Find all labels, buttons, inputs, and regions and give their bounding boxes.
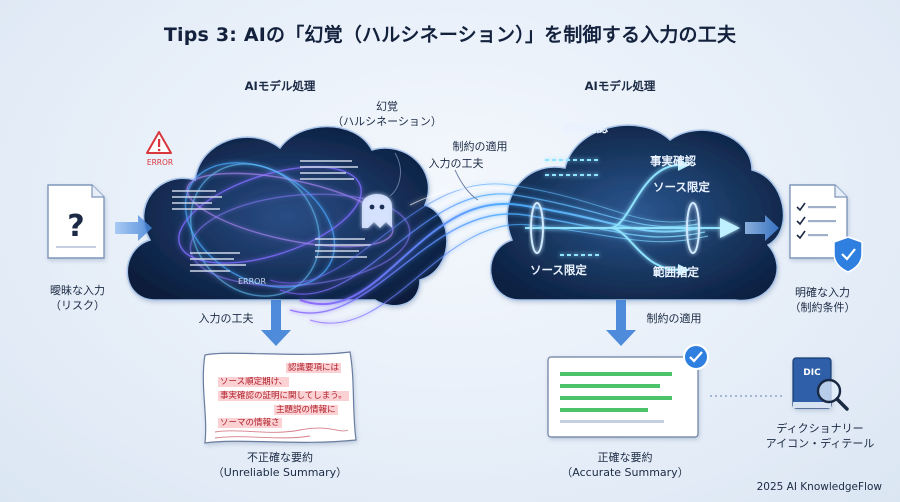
left-down-arrow [261, 300, 291, 346]
input-tip-label-down: 入力の工夫 [198, 312, 254, 325]
question-document-icon: ? [47, 184, 105, 259]
checklist-document-icon [789, 184, 848, 259]
dictionary-label: ディクショナリー アイコン・ディテール [765, 422, 875, 450]
lens-ring-left [530, 202, 544, 254]
warning-icon [146, 131, 172, 154]
fork-arrowhead-top [678, 159, 690, 171]
tag-fact-check-top: 事実確認 [562, 121, 608, 135]
left-cloud-heading: AIモデル処理 [244, 79, 316, 93]
bad-summary-line-1: 認識要項には [286, 363, 342, 373]
left-input-arrow [115, 215, 152, 241]
garbled-text [172, 160, 371, 272]
chaos-swirls [178, 162, 411, 297]
bad-summary-squiggles [214, 427, 349, 439]
error-label-bottom: ERROR [238, 277, 267, 286]
tag-range: 範囲指定 [653, 265, 699, 279]
stream-arrowhead [720, 218, 740, 238]
svg-text:?: ? [67, 209, 84, 244]
constraint-label-down: 制約の適用 [646, 312, 702, 325]
lens-ring-right [686, 202, 700, 254]
svg-text:DIC: DIC [803, 368, 821, 378]
tag-source-limit-right: ソース限定 [653, 180, 710, 194]
constraint-pointer [454, 169, 479, 201]
vague-input-label: 曖昧な入力 （リスク） [50, 284, 105, 312]
footer-credit: 2025 AI KnowledgeFlow [756, 481, 882, 493]
left-cloud [126, 125, 448, 307]
ghost-icon [362, 194, 392, 228]
fork-arrowhead-bottom [678, 264, 690, 276]
input-tip-label-top: 入力の工夫 [428, 157, 484, 170]
good-summary-paper [547, 356, 699, 438]
right-cloud-heading: AIモデル処理 [584, 79, 656, 93]
tag-source-limit-left: ソース限定 [530, 263, 587, 277]
check-badge-icon [683, 344, 709, 370]
error-label-top: ERROR [146, 158, 174, 167]
bad-summary-line-5: ソーマの情報さ [218, 418, 282, 428]
bad-summary-line-4: 主題説の情報に [274, 405, 338, 415]
tag-fact-check: 事実確認 [650, 154, 696, 168]
right-cloud [489, 124, 785, 302]
bad-summary-line-3: 事実確認の証明に関してしまう。 [218, 391, 349, 401]
data-stream [269, 183, 709, 324]
hallucination-pointer [389, 152, 401, 197]
page-title: Tips 3: AIの「幻覚（ハルシネーション）」を制御する入力の工夫 [163, 24, 737, 46]
constraint-label-top: 制約の適用 [452, 140, 508, 153]
clear-input-label: 明確な入力 （制約条件） [789, 286, 856, 314]
hallucination-label: 幻覚 （ハルシネーション） [332, 100, 442, 128]
bad-summary-label: 不正確な要約 （Unreliable Summary） [212, 451, 348, 479]
right-output-arrow [745, 215, 779, 241]
bad-summary-line-2: ソース順定期け、 [218, 377, 290, 387]
good-summary-label: 正確な要約 （Accurate Summary） [561, 451, 689, 479]
right-down-arrow [606, 300, 636, 346]
shield-icon [833, 236, 863, 273]
magnifier-icon [816, 378, 849, 411]
